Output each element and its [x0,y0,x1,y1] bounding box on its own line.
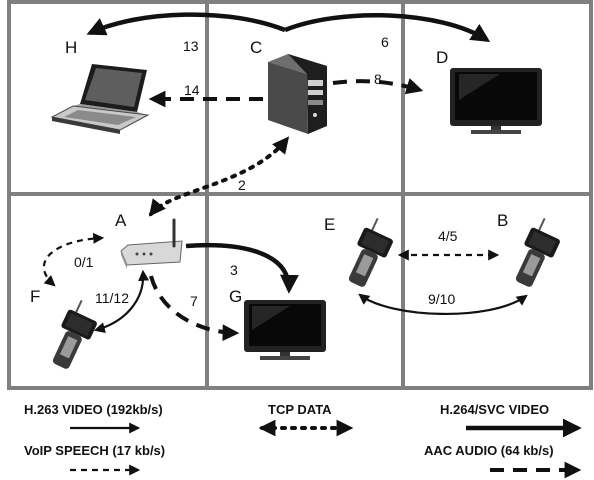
link-label-4-5: 4/5 [438,228,458,244]
node-label-c: C [250,38,262,57]
link-label-8: 8 [374,71,382,87]
link-label-2: 2 [238,177,246,193]
legend-label-svc: H.264/SVC VIDEO [440,402,549,417]
legend-label-tcp: TCP DATA [268,402,332,417]
handheld-device-icon [348,217,393,287]
node-label-a: A [115,211,127,230]
link-a-g-aac [149,275,240,342]
node-label-e: E [324,215,335,234]
node-label-f: F [30,287,40,306]
node-label-g: G [229,287,242,306]
node-label-b: B [497,211,508,230]
laptop-icon [50,64,150,134]
node-label-d: D [436,48,448,67]
handheld-device-icon [52,299,97,369]
link-e-b-h263 [358,293,528,315]
node-label-h: H [65,38,77,57]
link-label-3: 3 [230,262,238,278]
link-label-13: 13 [183,38,199,54]
legend: H.263 VIDEO (192kb/s) TCP DATA H.264/SVC… [24,402,582,479]
legend-label-aac: AAC AUDIO (64 kb/s) [424,443,554,458]
desktop-tower-icon [268,54,327,134]
room-grid [7,0,593,390]
link-label-6: 6 [381,34,389,50]
wireless-router-icon [120,218,183,269]
link-label-9-10: 9/10 [428,291,455,307]
link-f-a-voip [42,232,105,287]
legend-label-voip: VoIP SPEECH (17 kb/s) [24,443,165,458]
link-c-d-aac [332,78,424,95]
handheld-device-icon [515,217,560,287]
legend-label-h263: H.263 VIDEO (192kb/s) [24,402,163,417]
link-label-14: 14 [184,82,200,98]
link-c-d-svc [284,13,491,43]
link-a-f-h263 [93,269,150,333]
link-label-11-12: 11/12 [95,290,129,306]
link-label-0-1: 0/1 [74,254,94,270]
link-a-g-svc [185,242,299,294]
monitor-icon [244,300,326,360]
link-c-h-svc [86,12,286,36]
monitor-icon [450,68,542,134]
link-a-c-tcp [148,136,290,217]
link-label-7: 7 [190,293,198,309]
